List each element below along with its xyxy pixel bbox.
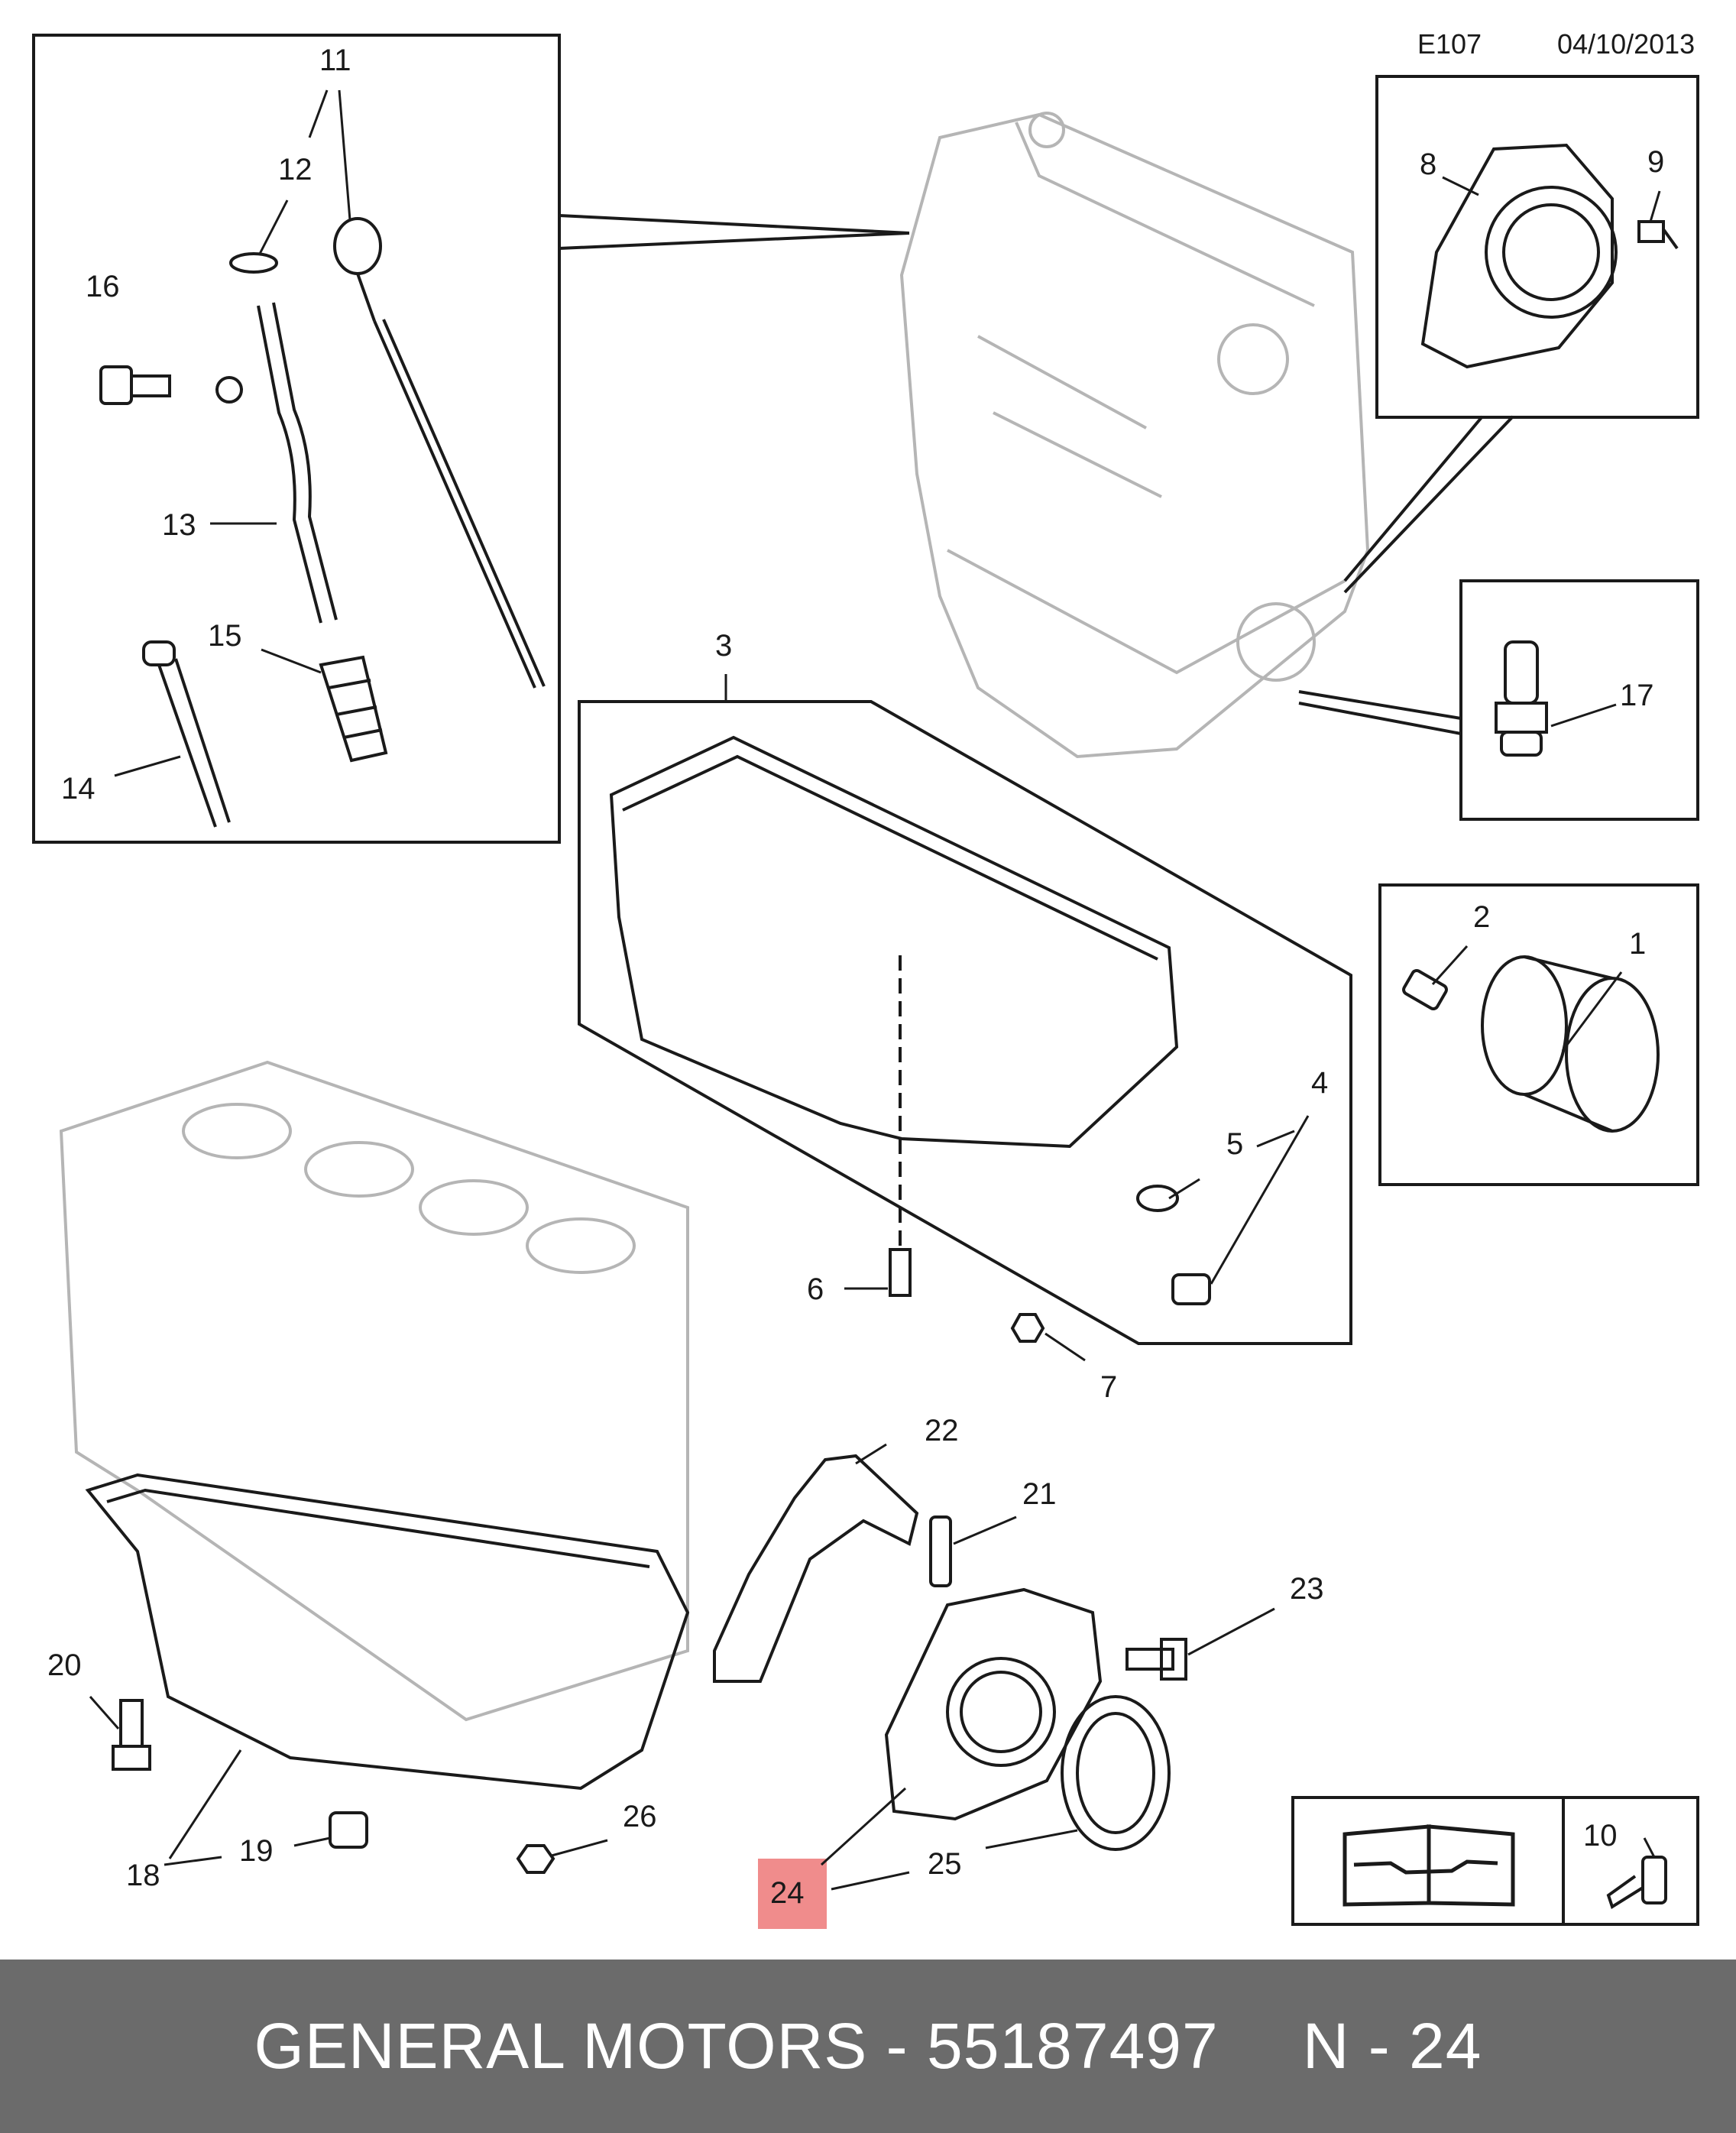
stud-bolt-icon: [889, 1248, 912, 1297]
callout-6: 6: [807, 1272, 824, 1306]
callout-23: 23: [1290, 1572, 1324, 1606]
callout-9: 9: [1647, 145, 1664, 179]
callout-15: 15: [208, 619, 242, 653]
gasket-icon: [713, 1454, 919, 1683]
callout-12: 12: [278, 153, 313, 186]
oil-filter-icon: [1481, 955, 1660, 1133]
diagram-code: E107: [1417, 28, 1482, 60]
footer-part-number: 55187497: [927, 2010, 1219, 2082]
callout-20: 20: [47, 1648, 82, 1682]
callout-24: 24: [770, 1876, 805, 1910]
inset-filter-box: [1378, 883, 1699, 1186]
dipstick-tube-icon: [215, 302, 338, 624]
tube-icon: [142, 640, 231, 828]
carrier-bolt-icon: [1125, 1638, 1187, 1681]
seal-ring-icon: [1061, 1695, 1171, 1851]
footer-brand: GENERAL MOTORS: [254, 2010, 868, 2082]
parts-diagram: E107 04/10/2013: [32, 28, 1699, 1929]
dipstick-icon: [333, 217, 546, 689]
callout-16: 16: [86, 270, 120, 303]
inset-seal-box: [1375, 75, 1699, 419]
callout-17: 17: [1620, 679, 1654, 712]
diagram-date: 04/10/2013: [1557, 28, 1695, 60]
inset-dipstick-box: [32, 34, 910, 844]
callout-3: 3: [715, 629, 732, 663]
callout-14: 14: [61, 772, 96, 806]
callout-25: 25: [928, 1847, 962, 1881]
threaded-nipple-icon: [1402, 968, 1448, 1011]
bolt-icon: [99, 365, 171, 405]
inset-plug-box: [1459, 579, 1699, 821]
manual-book-icon: [1342, 1824, 1515, 1907]
footer-separator: -: [886, 2010, 908, 2082]
plug-sensor-icon: [1495, 640, 1548, 757]
seal-carrier-icon: [884, 1587, 1103, 1821]
callout-18: 18: [126, 1859, 160, 1892]
washer-icon: [1136, 1185, 1179, 1212]
callout-4: 4: [1311, 1066, 1328, 1100]
callout-19: 19: [239, 1834, 274, 1868]
rear-seal-housing-icon: [1420, 143, 1618, 369]
nut-icon: [1010, 1313, 1045, 1343]
footer-ref: N - 24: [1302, 2010, 1482, 2082]
callout-21: 21: [1022, 1477, 1057, 1511]
callout-26: 26: [623, 1800, 657, 1833]
engine-leaders: [1298, 415, 1514, 735]
oil-pan-bolt-icon: [112, 1699, 151, 1771]
drain-plug-icon: [1171, 1273, 1211, 1305]
callout-7: 7: [1100, 1370, 1117, 1404]
oil-pan-box: [578, 700, 1352, 1345]
o-ring-icon: [229, 252, 278, 274]
grommet-icon: [319, 655, 388, 763]
callout-13: 13: [162, 508, 196, 542]
lower-oil-pan-icon: [85, 1473, 690, 1791]
callout-11: 11: [319, 44, 351, 77]
cylinder-block-icon: [59, 1060, 689, 1722]
engine-assembly-icon: [899, 112, 1370, 759]
small-bolt-icon: [1637, 220, 1679, 250]
callout-22: 22: [925, 1414, 959, 1447]
callout-8: 8: [1420, 147, 1436, 181]
lower-nut-icon: [516, 1844, 555, 1874]
callout-leaders: [89, 89, 1661, 1891]
footer-bar: GENERAL MOTORS - 55187497 N - 24: [0, 1960, 1736, 2133]
oil-pan-icon: [609, 735, 1179, 1253]
sealant-tube-icon: [1606, 1856, 1667, 1910]
callout-2: 2: [1473, 900, 1490, 934]
manual-tool-box: [1291, 1796, 1699, 1926]
callout-1: 1: [1629, 927, 1646, 961]
highlight-box: [758, 1859, 827, 1929]
callout-5: 5: [1226, 1127, 1243, 1161]
plug-icon: [329, 1811, 368, 1849]
callout-10: 10: [1583, 1819, 1618, 1853]
dowel-pin-icon: [929, 1515, 952, 1587]
